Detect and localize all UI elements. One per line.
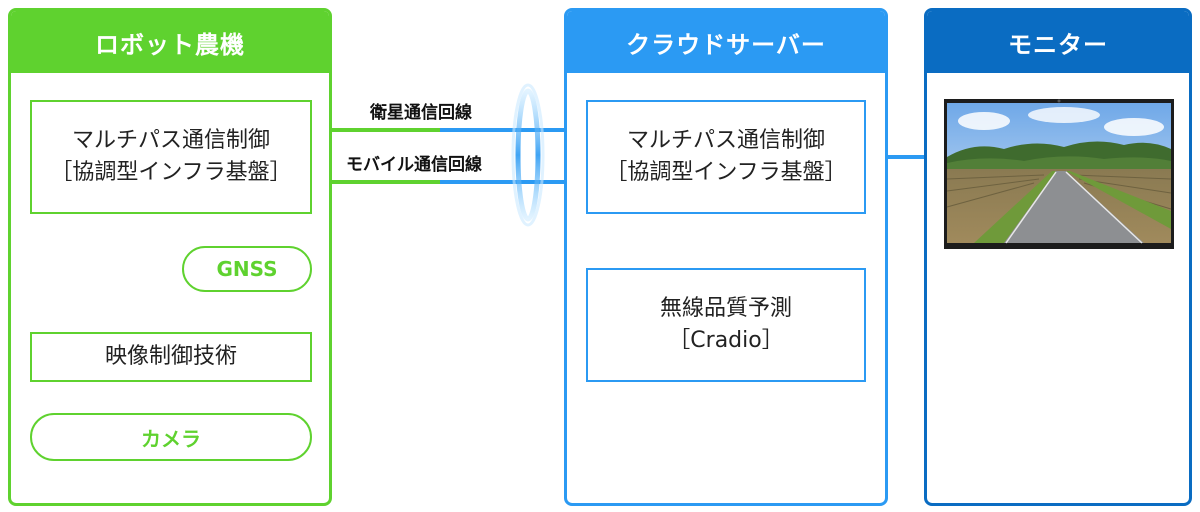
satellite-link-label: 衛星通信回線 xyxy=(370,103,472,123)
video-control-label: 映像制御技術 xyxy=(104,344,237,370)
wireless-ring-glow xyxy=(511,83,545,227)
robot-panel-title: ロボット農機 xyxy=(11,11,329,73)
wireless-prediction-box: 無線品質予測 ［Cradio］ xyxy=(586,268,866,382)
robot-comm-box-line2: ［協調型インフラ基盤］ xyxy=(50,160,292,185)
mobile-link-label: モバイル通信回線 xyxy=(346,155,482,175)
monitor-screen-image xyxy=(944,99,1174,249)
robot-comm-box-line1: マルチパス通信制御 xyxy=(71,128,270,154)
wireless-prediction-line1: 無線品質予測 xyxy=(659,296,792,322)
video-control-box: 映像制御技術 xyxy=(30,332,312,382)
robot-comm-box: マルチパス通信制御 ［協調型インフラ基盤］ xyxy=(30,100,312,214)
monitor-panel-title: モニター xyxy=(927,11,1189,73)
cloud-panel-title: クラウドサーバー xyxy=(567,11,885,73)
cloud-comm-box: マルチパス通信制御 ［協調型インフラ基盤］ xyxy=(586,100,866,214)
gnss-pill: GNSS xyxy=(182,246,312,292)
camera-pill: カメラ xyxy=(30,413,312,461)
cloud-comm-box-line2: ［協調型インフラ基盤］ xyxy=(605,160,847,185)
camera-label: カメラ xyxy=(141,426,201,451)
wireless-ring-icon xyxy=(515,88,541,222)
monitor-panel: モニター xyxy=(924,8,1192,506)
cloud-panel: クラウドサーバー xyxy=(564,8,888,506)
cloud-comm-box-line1: マルチパス通信制御 xyxy=(626,128,825,154)
gnss-label: GNSS xyxy=(216,257,278,281)
wireless-prediction-line2: ［Cradio］ xyxy=(668,328,784,353)
